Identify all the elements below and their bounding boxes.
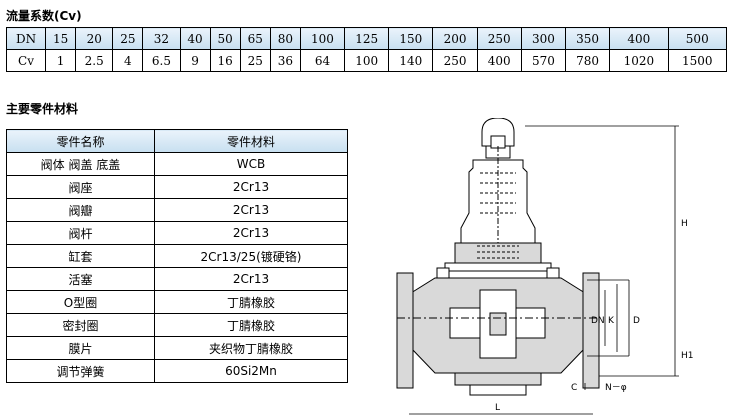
materials-header-row: 零件名称 零件材料: [6, 129, 348, 153]
part-name-cell: 缸套: [6, 244, 155, 268]
cv-cell: 2.5: [75, 49, 114, 72]
dn-cell: 20: [75, 27, 114, 50]
cv-cell: 140: [388, 49, 434, 72]
valve-drawing: H H1 DN K D C N－φ L: [396, 118, 694, 415]
dn-cell: 350: [565, 27, 611, 50]
dim-n-phi: N－φ: [605, 383, 627, 393]
cv-cell: 25: [239, 49, 271, 72]
part-material-cell: 2Cr13: [154, 221, 348, 245]
dim-c: C: [571, 383, 577, 393]
dim-h: H: [681, 219, 688, 229]
dim-k: K: [608, 316, 615, 326]
part-material-cell: WCB: [154, 152, 348, 176]
dn-cell: 50: [209, 27, 241, 50]
part-name-cell: 阀杆: [6, 221, 155, 245]
dn-cell: 65: [239, 27, 271, 50]
dn-cell: 500: [667, 27, 728, 50]
dim-h1: H1: [681, 351, 694, 361]
dn-header-label: DN: [5, 27, 47, 50]
cv-cell: 6.5: [142, 49, 181, 72]
cv-cell: 400: [476, 49, 522, 72]
part-material-cell: 2Cr13: [154, 198, 348, 222]
cv-cell: 570: [520, 49, 567, 72]
dimension-lines: [409, 125, 679, 415]
cv-cell: 1500: [667, 49, 728, 72]
part-name-cell: 密封圈: [6, 313, 155, 337]
cv-cell: 1: [45, 49, 77, 72]
part-name-cell: 活塞: [6, 267, 155, 291]
part-name-cell: 阀座: [6, 175, 155, 199]
cv-cell: 250: [432, 49, 478, 72]
part-name-cell: 调节弹簧: [6, 359, 155, 383]
part-material-cell: 丁腈橡胶: [154, 290, 348, 314]
dn-cell: 25: [112, 27, 144, 50]
cv-cell: 4: [112, 49, 144, 72]
dn-cell: 15: [45, 27, 77, 50]
cv-cell: 9: [179, 49, 211, 72]
material-row: O型圈丁腈橡胶: [6, 290, 348, 314]
part-material-cell: 2Cr13: [154, 267, 348, 291]
dn-cell: 40: [179, 27, 211, 50]
dim-l: L: [495, 403, 500, 413]
dn-cell: 100: [299, 27, 346, 50]
dn-cell: 125: [344, 27, 390, 50]
cv-cell: 16: [209, 49, 241, 72]
dim-d: D: [633, 316, 640, 326]
cv-cell: 36: [269, 49, 301, 72]
part-material-header: 零件材料: [154, 129, 348, 153]
dn-cell: 32: [142, 27, 181, 50]
dn-cell: 300: [520, 27, 567, 50]
material-row: 膜片夹织物丁腈橡胶: [6, 336, 348, 360]
cv-cell: 780: [565, 49, 611, 72]
dn-cell: 150: [388, 27, 434, 50]
part-name-cell: O型圈: [6, 290, 155, 314]
cv-cell: 100: [344, 49, 390, 72]
dn-cell: 400: [609, 27, 669, 50]
dn-cell: 200: [432, 27, 478, 50]
flow-coefficient-title: 流量系数(Cv): [6, 9, 82, 23]
part-material-cell: 2Cr13: [154, 175, 348, 199]
part-name-header: 零件名称: [6, 129, 155, 153]
material-row: 密封圈丁腈橡胶: [6, 313, 348, 337]
part-material-cell: 60Si2Mn: [154, 359, 348, 383]
dn-cell: 80: [269, 27, 301, 50]
part-material-cell: 夹织物丁腈橡胶: [154, 336, 348, 360]
cv-cell: 1020: [609, 49, 669, 72]
valve-body: [396, 118, 600, 396]
dn-cell: 250: [476, 27, 522, 50]
materials-title: 主要零件材料: [6, 102, 79, 116]
part-name-cell: 阀瓣: [6, 198, 155, 222]
dim-dn: DN: [591, 316, 605, 326]
part-material-cell: 丁腈橡胶: [154, 313, 348, 337]
part-material-cell: 2Cr13/25(镀硬铬): [154, 244, 348, 268]
cv-cell: 64: [299, 49, 346, 72]
cv-row-label: Cv: [5, 49, 47, 72]
part-name-cell: 阀体 阀盖 底盖: [6, 152, 155, 176]
part-name-cell: 膜片: [6, 336, 155, 360]
